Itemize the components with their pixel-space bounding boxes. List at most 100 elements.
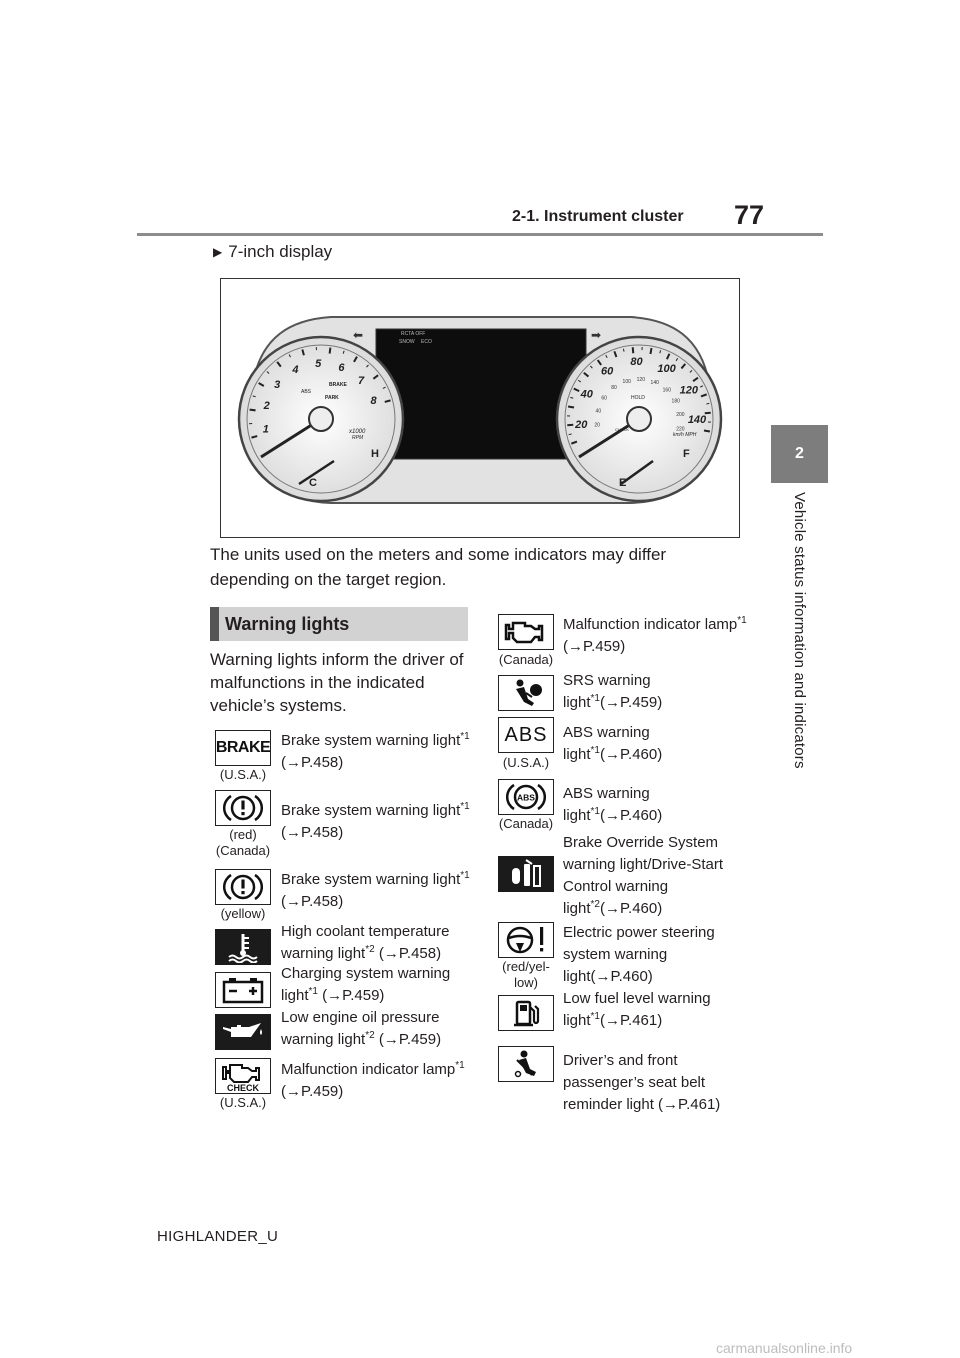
dial-tick <box>353 356 358 363</box>
page-reference: (→P.458) <box>281 754 344 771</box>
section-heading: Warning lights <box>210 607 468 641</box>
dial-number: 20 <box>594 423 600 429</box>
warning-light-name: Brake system warning light <box>281 871 461 888</box>
warning-light-name: Low engine oil pressure warning light <box>281 1009 440 1048</box>
warning-light-description: Driver’s and front passenger’s seat belt… <box>563 1050 753 1116</box>
warning-light-name: Electric power steering system warning l… <box>563 924 715 985</box>
dial-tick <box>631 347 635 354</box>
dial-tick <box>571 440 578 445</box>
fuel-high: F <box>683 448 690 460</box>
dial-number: 1 <box>263 424 269 436</box>
screen-label: ECO <box>421 339 432 345</box>
units-note: The units used on the meters and some in… <box>210 545 667 589</box>
page-reference: (→P.460) <box>599 746 663 763</box>
battery-icon <box>215 972 271 1008</box>
brake-exclamation-icon <box>215 790 271 826</box>
dial-tick <box>372 374 379 380</box>
dial-tick <box>665 353 671 360</box>
screen-indicators: RCTA OFF SNOW ECO <box>399 331 432 345</box>
page-reference: (→P.458) <box>281 824 344 841</box>
dial-tick <box>276 361 282 368</box>
dial-tick <box>622 348 625 352</box>
dial-number: 80 <box>611 385 617 391</box>
svg-text:CHECK: CHECK <box>227 1083 260 1093</box>
abs-text-icon: ABS <box>498 717 554 753</box>
page-reference: (→P.459) <box>374 1031 442 1048</box>
dial-number: 4 <box>291 364 298 376</box>
dial-tick <box>570 396 574 399</box>
dial-number: 80 <box>630 356 643 368</box>
page-reference: (→P.458) <box>374 945 442 962</box>
dial-tick <box>589 365 593 369</box>
display-label: ▶7-inch display <box>213 242 332 262</box>
dial-tick <box>700 393 707 398</box>
warning-light-description: Malfunction indicator lamp*1 (→P.459) <box>281 1059 471 1103</box>
page-reference: (→P.460) <box>599 807 663 824</box>
dial-number: 160 <box>663 388 672 394</box>
footnote-mark: *1 <box>455 1060 465 1071</box>
lamp-caption: (Canada) <box>498 816 554 831</box>
warning-light-description: SRS warning light*1(→P.459) <box>563 670 753 714</box>
footnote-mark: *2 <box>365 1030 375 1041</box>
warning-light-description: Low fuel level warning light*1(→P.461) <box>563 988 753 1032</box>
dial-tick <box>692 376 699 382</box>
temp-high: H <box>371 448 379 460</box>
dial-number: 100 <box>657 363 676 375</box>
oil-can-icon <box>215 1014 271 1050</box>
footnote-mark: *1 <box>460 731 470 742</box>
warning-light-name: SRS warning light <box>563 672 651 711</box>
dial-number: 40 <box>596 408 602 414</box>
page-reference: (→P.458) <box>281 893 344 910</box>
dial-tick <box>573 387 580 393</box>
dial-tick <box>252 395 256 398</box>
screen-label: SNOW <box>399 339 415 345</box>
dial-tick <box>704 411 711 415</box>
dial-tick <box>266 371 270 374</box>
warning-light-name: Driver’s and front passenger’s seat belt… <box>563 1052 706 1113</box>
dial-tick <box>680 363 687 370</box>
dial-number: 120 <box>680 384 699 396</box>
dial-tick <box>703 429 711 433</box>
coolant-temperature-icon <box>215 929 271 965</box>
speed-unit: km/h MPH <box>673 432 697 438</box>
header-rule <box>137 233 823 236</box>
engine-icon <box>498 614 554 650</box>
lamp-caption: (U.S.A.) <box>219 767 267 782</box>
dial-tick <box>258 382 265 387</box>
dial-number: 140 <box>651 380 660 386</box>
intro-text: Warning lights inform the driver of malf… <box>210 650 464 715</box>
dial-number: 120 <box>637 377 646 383</box>
warning-light-description: Low engine oil pressure warning light*2 … <box>281 1007 471 1051</box>
dial-number: 220 <box>676 426 685 432</box>
dial-tick <box>649 347 653 355</box>
warning-light-name: ABS warning light <box>563 724 650 763</box>
page-reference: (→P.459) <box>281 1083 344 1100</box>
seat-belt-icon <box>498 1046 554 1082</box>
dial-number: 20 <box>574 419 588 431</box>
dial-tick <box>567 405 575 409</box>
warning-light-description: ABS warning light*1(→P.460) <box>563 722 753 766</box>
chapter-tab: 2 <box>771 425 828 483</box>
dial-number: 40 <box>580 389 594 401</box>
warning-light-name: High coolant temperature warning light <box>281 923 450 962</box>
footnote-mark: *1 <box>590 693 600 704</box>
page-reference: (→P.461) <box>599 1012 663 1029</box>
speed-ticks <box>567 347 711 445</box>
section-title: 2-1. Instrument cluster <box>512 208 684 225</box>
tach-label: ABS <box>301 389 312 395</box>
center-display <box>375 328 587 460</box>
lamp-caption: (yellow) <box>220 906 266 921</box>
lamp-caption: (Canada) <box>498 652 554 667</box>
watermark: carmanualsonline.info <box>716 1340 853 1356</box>
warning-light-description: ABS warning light*1(→P.460) <box>563 783 753 827</box>
dial-number: 60 <box>601 396 607 402</box>
warning-light-description: Brake system warning light*1 (→P.458) <box>281 869 471 913</box>
warning-light-name: Malfunction indicator lamp <box>563 616 738 633</box>
dial-number: 60 <box>601 366 614 378</box>
warning-light-description: Brake Override System warning light/Driv… <box>563 832 753 920</box>
footnote-mark: *2 <box>365 944 375 955</box>
dial-number: 3 <box>274 379 280 391</box>
dial-number: 180 <box>672 399 681 405</box>
